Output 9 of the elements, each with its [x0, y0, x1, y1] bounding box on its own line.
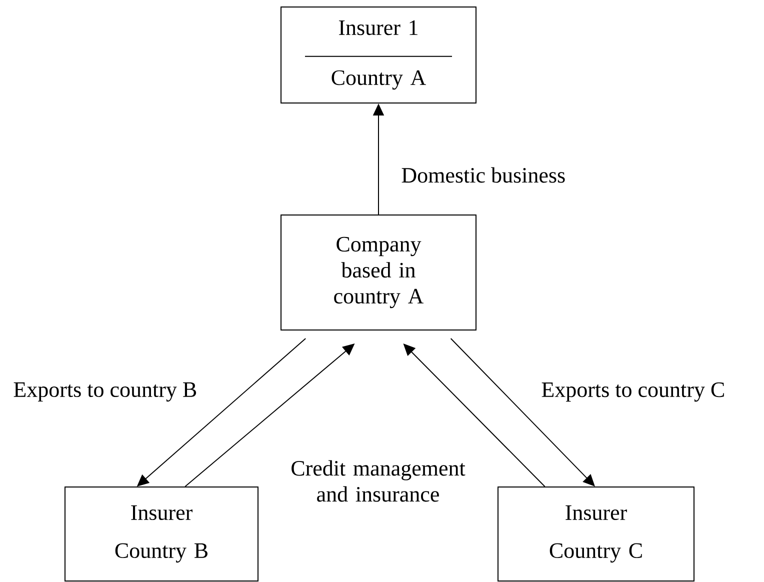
company-box: Company based in country A [280, 214, 476, 330]
edge-label: Exports to country C [540, 381, 726, 403]
edge-label: Exports to country B [12, 381, 198, 403]
arrow [450, 338, 595, 486]
insurer-box: Insurer Country B [64, 486, 258, 582]
insurer-box: Insurer 1 Country A [280, 6, 476, 104]
note-text: Credit management and insurance [292, 460, 466, 502]
edge-label: Domestic business [400, 166, 567, 184]
insurer-box: Insurer Country C [498, 486, 694, 582]
